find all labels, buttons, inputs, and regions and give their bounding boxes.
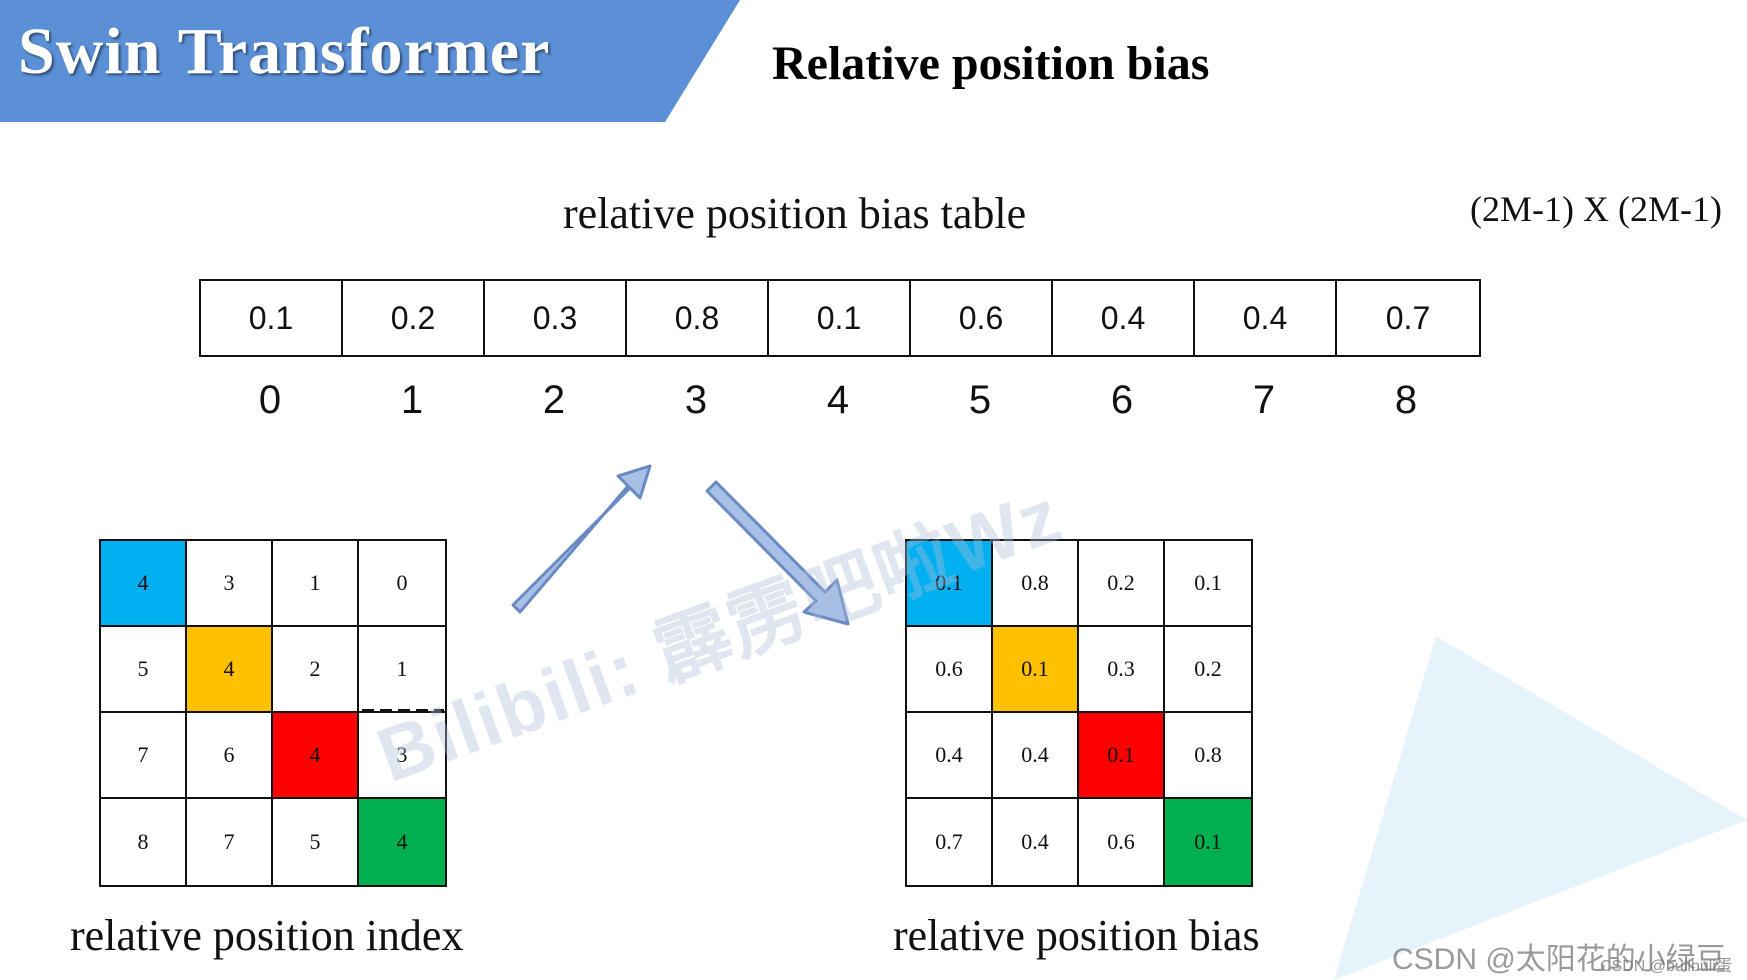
index-grid-cell: 4 xyxy=(101,541,187,627)
index-grid-cell: 1 xyxy=(273,541,359,627)
bias-table-dimensions: (2M-1) X (2M-1) xyxy=(1470,189,1722,229)
bias-grid-cell: 0.1 xyxy=(907,541,993,627)
slide-subtitle: Relative position bias xyxy=(772,37,1210,90)
bias-grid-cell: 0.6 xyxy=(1079,799,1165,885)
relative-position-index-grid: 4 3 1 0 5 4 2 1 7 6 4 3 8 7 5 4 xyxy=(99,539,447,887)
bias-grid-cell: 0.1 xyxy=(1165,799,1251,885)
bias-grid-cell: 0.1 xyxy=(1165,541,1251,627)
bias-table-cell: 0.1 xyxy=(201,281,343,355)
bias-table-index: 6 xyxy=(1110,378,1134,422)
bias-table-cell: 0.6 xyxy=(911,281,1053,355)
bias-table-cell: 0.7 xyxy=(1385,299,1431,336)
bias-table-cell: 0.1 xyxy=(769,281,911,355)
index-grid-cell: 8 xyxy=(101,799,187,885)
credit-text: CSDN @太阳花的小绿豆 xyxy=(1392,943,1726,976)
bias-grid-cell: 0.2 xyxy=(1165,627,1251,713)
bias-table-index-row: 0 1 2 3 4 5 6 7 8 xyxy=(199,378,1477,423)
bias-grid-cell: 0.4 xyxy=(907,713,993,799)
bias-grid-cell: 0.7 xyxy=(907,799,993,885)
bias-table-index: 2 xyxy=(542,378,566,422)
index-grid-cell: 0 xyxy=(359,541,445,627)
bias-grid-cell: 0.1 xyxy=(1079,713,1165,799)
bias-table-index: 0 xyxy=(258,378,282,422)
bias-table-index: 3 xyxy=(684,378,708,422)
credit-text-small: CSDN @bulibuli蛋 xyxy=(1600,958,1732,975)
index-grid-cell: 3 xyxy=(359,713,445,799)
bias-table-cell: 0.2 xyxy=(343,281,485,355)
bias-table-cell: 0.3 xyxy=(485,281,627,355)
index-grid-cell: 7 xyxy=(187,799,273,885)
bias-table-index: 5 xyxy=(968,378,992,422)
arrow-up-right-icon xyxy=(511,464,652,614)
bias-table-caption: relative position bias table xyxy=(563,189,1027,238)
bias-table-index: 1 xyxy=(400,378,424,422)
bias-grid-cell: 0.2 xyxy=(1079,541,1165,627)
index-grid-cell: 2 xyxy=(273,627,359,713)
relative-position-bias-grid: 0.1 0.8 0.2 0.1 0.6 0.1 0.3 0.2 0.4 0.4 … xyxy=(905,539,1253,887)
bias-grid-cell: 0.6 xyxy=(907,627,993,713)
index-grid-cell: 4 xyxy=(187,627,273,713)
index-grid-cell: 4 xyxy=(273,713,359,799)
index-grid-cell: 1 xyxy=(359,627,445,713)
index-grid-cell: 4 xyxy=(359,799,445,885)
index-grid-caption: relative position index xyxy=(70,911,464,960)
bias-grid-caption: relative position bias xyxy=(893,911,1260,960)
index-grid-cell: 6 xyxy=(187,713,273,799)
index-grid-cell: 5 xyxy=(101,627,187,713)
bias-grid-cell: 0.3 xyxy=(1079,627,1165,713)
page-title: Swin Transformer xyxy=(18,15,551,88)
bias-table-cell: 0.4 xyxy=(1053,281,1195,355)
bias-grid-cell: 0.1 xyxy=(993,627,1079,713)
bias-grid-cell: 0.8 xyxy=(993,541,1079,627)
index-grid-cell: 7 xyxy=(101,713,187,799)
index-grid-cell: 3 xyxy=(187,541,273,627)
index-grid-cell: 5 xyxy=(273,799,359,885)
bias-table-cell: 0.8 xyxy=(627,281,769,355)
bias-table-index: 4 xyxy=(826,378,850,422)
bias-grid-cell: 0.8 xyxy=(1165,713,1251,799)
bias-grid-cell: 0.4 xyxy=(993,713,1079,799)
title-banner xyxy=(0,0,740,122)
bias-table-index: 8 xyxy=(1394,378,1418,422)
bias-table-index: 7 xyxy=(1252,378,1276,422)
bias-table-cell: 0.4 xyxy=(1195,281,1337,355)
bias-grid-cell: 0.4 xyxy=(993,799,1079,885)
bias-table: 0.1 0.2 0.3 0.8 0.1 0.6 0.4 0.4 0.7 xyxy=(199,279,1481,357)
